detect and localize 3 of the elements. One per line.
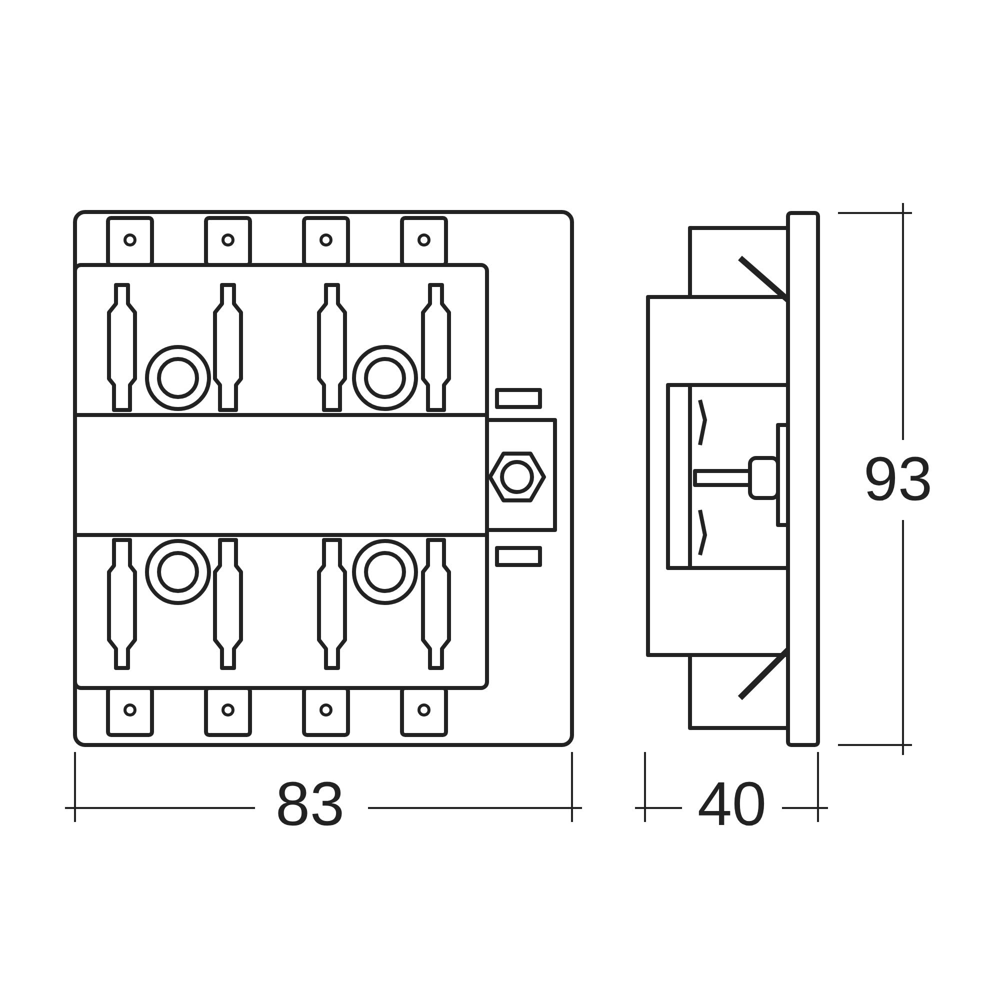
dimension-label: 93 [864, 449, 932, 511]
dimension-label: 83 [276, 774, 344, 836]
dimension-label: 40 [698, 774, 766, 836]
